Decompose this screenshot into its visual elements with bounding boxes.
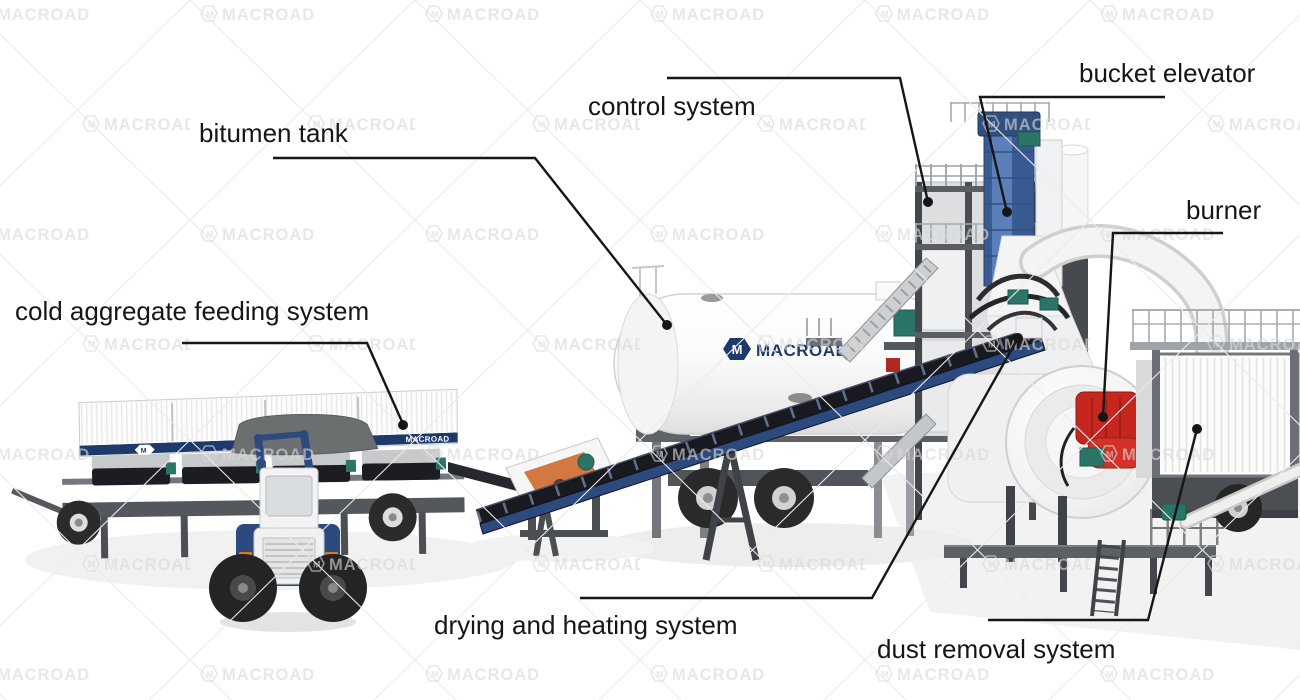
label-dust-removal-system: dust removal system bbox=[877, 634, 1116, 664]
leader-bucket-elevator bbox=[978, 95, 1165, 217]
label-burner: burner bbox=[1186, 195, 1262, 225]
label-bucket-elevator: bucket elevator bbox=[1079, 58, 1256, 88]
leader-burner bbox=[1098, 231, 1223, 422]
label-control-system: control system bbox=[588, 91, 756, 121]
leader-bitumen-tank bbox=[273, 156, 672, 330]
leader-dust-removal-system bbox=[988, 424, 1202, 622]
label-cold-aggregate-feeding-system: cold aggregate feeding system bbox=[15, 296, 370, 326]
label-bitumen-tank: bitumen tank bbox=[199, 118, 348, 148]
label-drying-and-heating-system: drying and heating system bbox=[434, 610, 738, 640]
leader-control-system bbox=[667, 76, 933, 207]
leader-lines bbox=[182, 76, 1223, 622]
leader-cold-aggregate-feeding-system bbox=[182, 341, 408, 430]
leader-drying-and-heating-system bbox=[580, 333, 1023, 600]
